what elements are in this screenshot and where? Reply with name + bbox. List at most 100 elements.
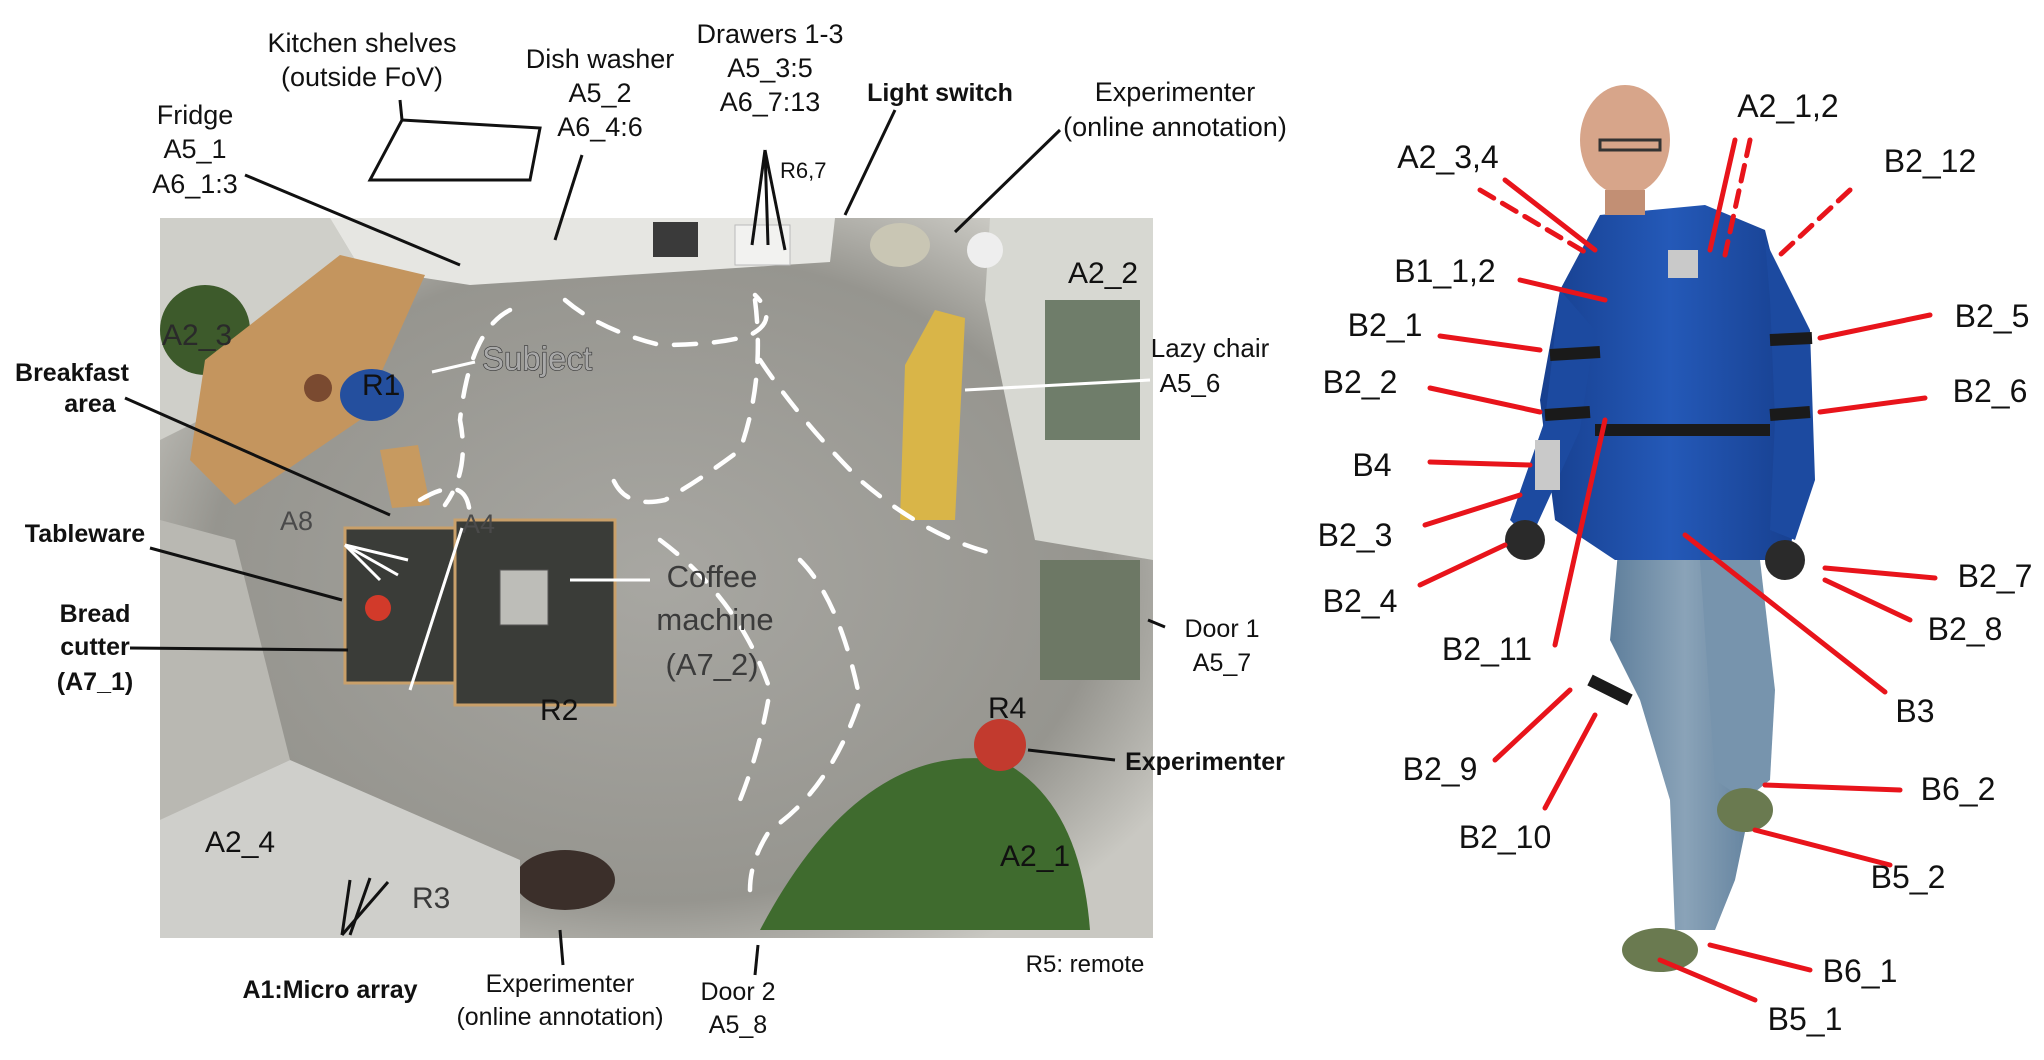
- experimenter-bottom-label-2: (online annotation): [456, 1003, 663, 1031]
- drawers-label-3: A6_7:13: [720, 87, 821, 117]
- a2-2-label: A2_2: [1068, 257, 1138, 290]
- label-b5-1: B5_1: [1768, 1001, 1843, 1037]
- label-b6-1: B6_1: [1823, 953, 1898, 989]
- fridge-label-1: Fridge: [157, 100, 234, 130]
- neck: [1605, 190, 1645, 215]
- label-a2-3-4: A2_3,4: [1397, 139, 1498, 175]
- label-b6-2: B6_2: [1921, 771, 1996, 807]
- r3-label: R3: [412, 882, 450, 915]
- drawers-label-1: Drawers 1-3: [696, 19, 843, 49]
- dish-washer-label-2: A5_2: [568, 78, 631, 108]
- label-b2-5: B2_5: [1955, 298, 2030, 334]
- right-arm: [1765, 240, 1815, 540]
- room-leader-lines: [124, 109, 1166, 976]
- shoe-left: [1622, 928, 1698, 972]
- door-1-label-1: Door 1: [1184, 615, 1259, 643]
- r67-label: R6,7: [780, 158, 826, 183]
- label-b2-7: B2_7: [1958, 558, 2033, 594]
- kitchen-shelves-outline: [367, 118, 542, 182]
- experimenter-right-person: [974, 719, 1026, 771]
- coffee-machine-label-3: (A7_2): [665, 647, 758, 682]
- r2-label: R2: [540, 694, 578, 727]
- r4-label: R4: [988, 692, 1026, 725]
- bread-cutter-label-1: Bread: [60, 600, 131, 628]
- light-switch-label: Light switch: [867, 79, 1013, 107]
- tableware-items: [365, 595, 391, 621]
- glasses: [1598, 138, 1662, 152]
- fridge-label-2: A5_1: [163, 134, 226, 164]
- palm-plant: [760, 758, 1090, 930]
- coffee-machine-label-2: machine: [656, 602, 773, 637]
- bottom-left-clutter: [160, 760, 520, 938]
- lazy-chair-label-2: A5_6: [1160, 368, 1221, 398]
- shoe-right: [1717, 788, 1773, 832]
- subject-label: Subject: [482, 340, 592, 377]
- label-b3: B3: [1895, 693, 1934, 729]
- door-2-label-2: A5_8: [709, 1011, 767, 1039]
- room-photo: [160, 218, 1153, 938]
- fridge-label-3: A6_1:3: [152, 169, 238, 199]
- label-b5-2: B5_2: [1871, 859, 1946, 895]
- breakfast-area-label-1: Breakfast: [15, 359, 130, 387]
- a4-label: A4: [462, 509, 495, 539]
- person-figure: [1505, 85, 1815, 972]
- drawers-label-2: A5_3:5: [727, 53, 813, 83]
- a2-4-label: A2_4: [205, 826, 275, 859]
- subject-head: [304, 374, 332, 402]
- label-b2-1: B2_1: [1348, 307, 1423, 343]
- label-b2-6: B2_6: [1953, 373, 2028, 409]
- label-b2-3: B2_3: [1318, 517, 1393, 553]
- body-labels: A2_3,4 A2_1,2 B2_12 B1_1,2 B2_1 B2_5 B2_…: [1318, 88, 2033, 1037]
- r1-label: R1: [362, 369, 400, 402]
- r5-label: R5: remote: [1026, 951, 1145, 978]
- jeans-right-leg: [1700, 560, 1775, 800]
- bread-cutter-label-2: cutter: [60, 633, 130, 661]
- tableware-label: Tableware: [25, 520, 146, 548]
- a2-1-label: A2_1: [1000, 840, 1070, 873]
- door-1-label-2: A5_7: [1193, 649, 1251, 677]
- sensor-straps: [1544, 332, 1813, 706]
- arm-sensor: [1535, 440, 1560, 490]
- breakfast-area-label-2: area: [64, 390, 117, 418]
- kitchen-counter: [330, 218, 835, 285]
- label-b1-1-2: B1_1,2: [1394, 253, 1495, 289]
- label-b4: B4: [1352, 447, 1391, 483]
- label-b2-11: B2_11: [1442, 631, 1532, 667]
- experimenter-right-label: Experimenter: [1125, 748, 1285, 776]
- window-pane: [1045, 300, 1140, 440]
- lazy-chair-label-1: Lazy chair: [1151, 333, 1270, 363]
- label-b2-2: B2_2: [1323, 364, 1398, 400]
- door-2-label-1: Door 2: [700, 978, 775, 1006]
- lamp: [967, 232, 1003, 268]
- dish-washer-label-1: Dish washer: [526, 44, 675, 74]
- kitchen-shelves-leader: [398, 99, 404, 121]
- experimenter-bottom-person: [515, 850, 615, 910]
- room-white-leaders: [343, 360, 1151, 691]
- experimenter-top-person: [870, 223, 930, 267]
- shoulder-sensor: [1668, 250, 1698, 278]
- lazy-chair-shape: [900, 310, 965, 520]
- label-b2-4: B2_4: [1323, 583, 1398, 619]
- experimenter-top-label-2: (online annotation): [1063, 112, 1287, 142]
- body-marker-lines: [1417, 137, 1938, 1003]
- left-shelves: [160, 520, 290, 820]
- micro-array-label: A1:Micro array: [242, 976, 417, 1004]
- door-1-glass: [1040, 560, 1140, 680]
- coffee-machine-shape: [499, 569, 549, 626]
- subject-person: [340, 369, 404, 421]
- right-hand: [1765, 540, 1805, 580]
- label-a2-1-2: A2_1,2: [1737, 88, 1838, 124]
- label-b2-9: B2_9: [1403, 751, 1478, 787]
- walking-trajectories: [417, 292, 1003, 893]
- experimenter-bottom-label-1: Experimenter: [486, 970, 635, 998]
- bread-cutter-label-3: (A7_1): [57, 668, 133, 696]
- experimenter-top-label-1: Experimenter: [1095, 77, 1256, 107]
- oven: [653, 222, 698, 257]
- label-b2-8: B2_8: [1928, 611, 2003, 647]
- kitchen-shelves-label-2: (outside FoV): [281, 62, 443, 92]
- dish-washer-label-3: A6_4:6: [557, 112, 643, 142]
- kitchen-shelves-label-1: Kitchen shelves: [267, 28, 456, 58]
- jacket: [1540, 205, 1800, 560]
- label-b2-12: B2_12: [1884, 143, 1977, 179]
- a2-3-label: A2_3: [162, 319, 232, 352]
